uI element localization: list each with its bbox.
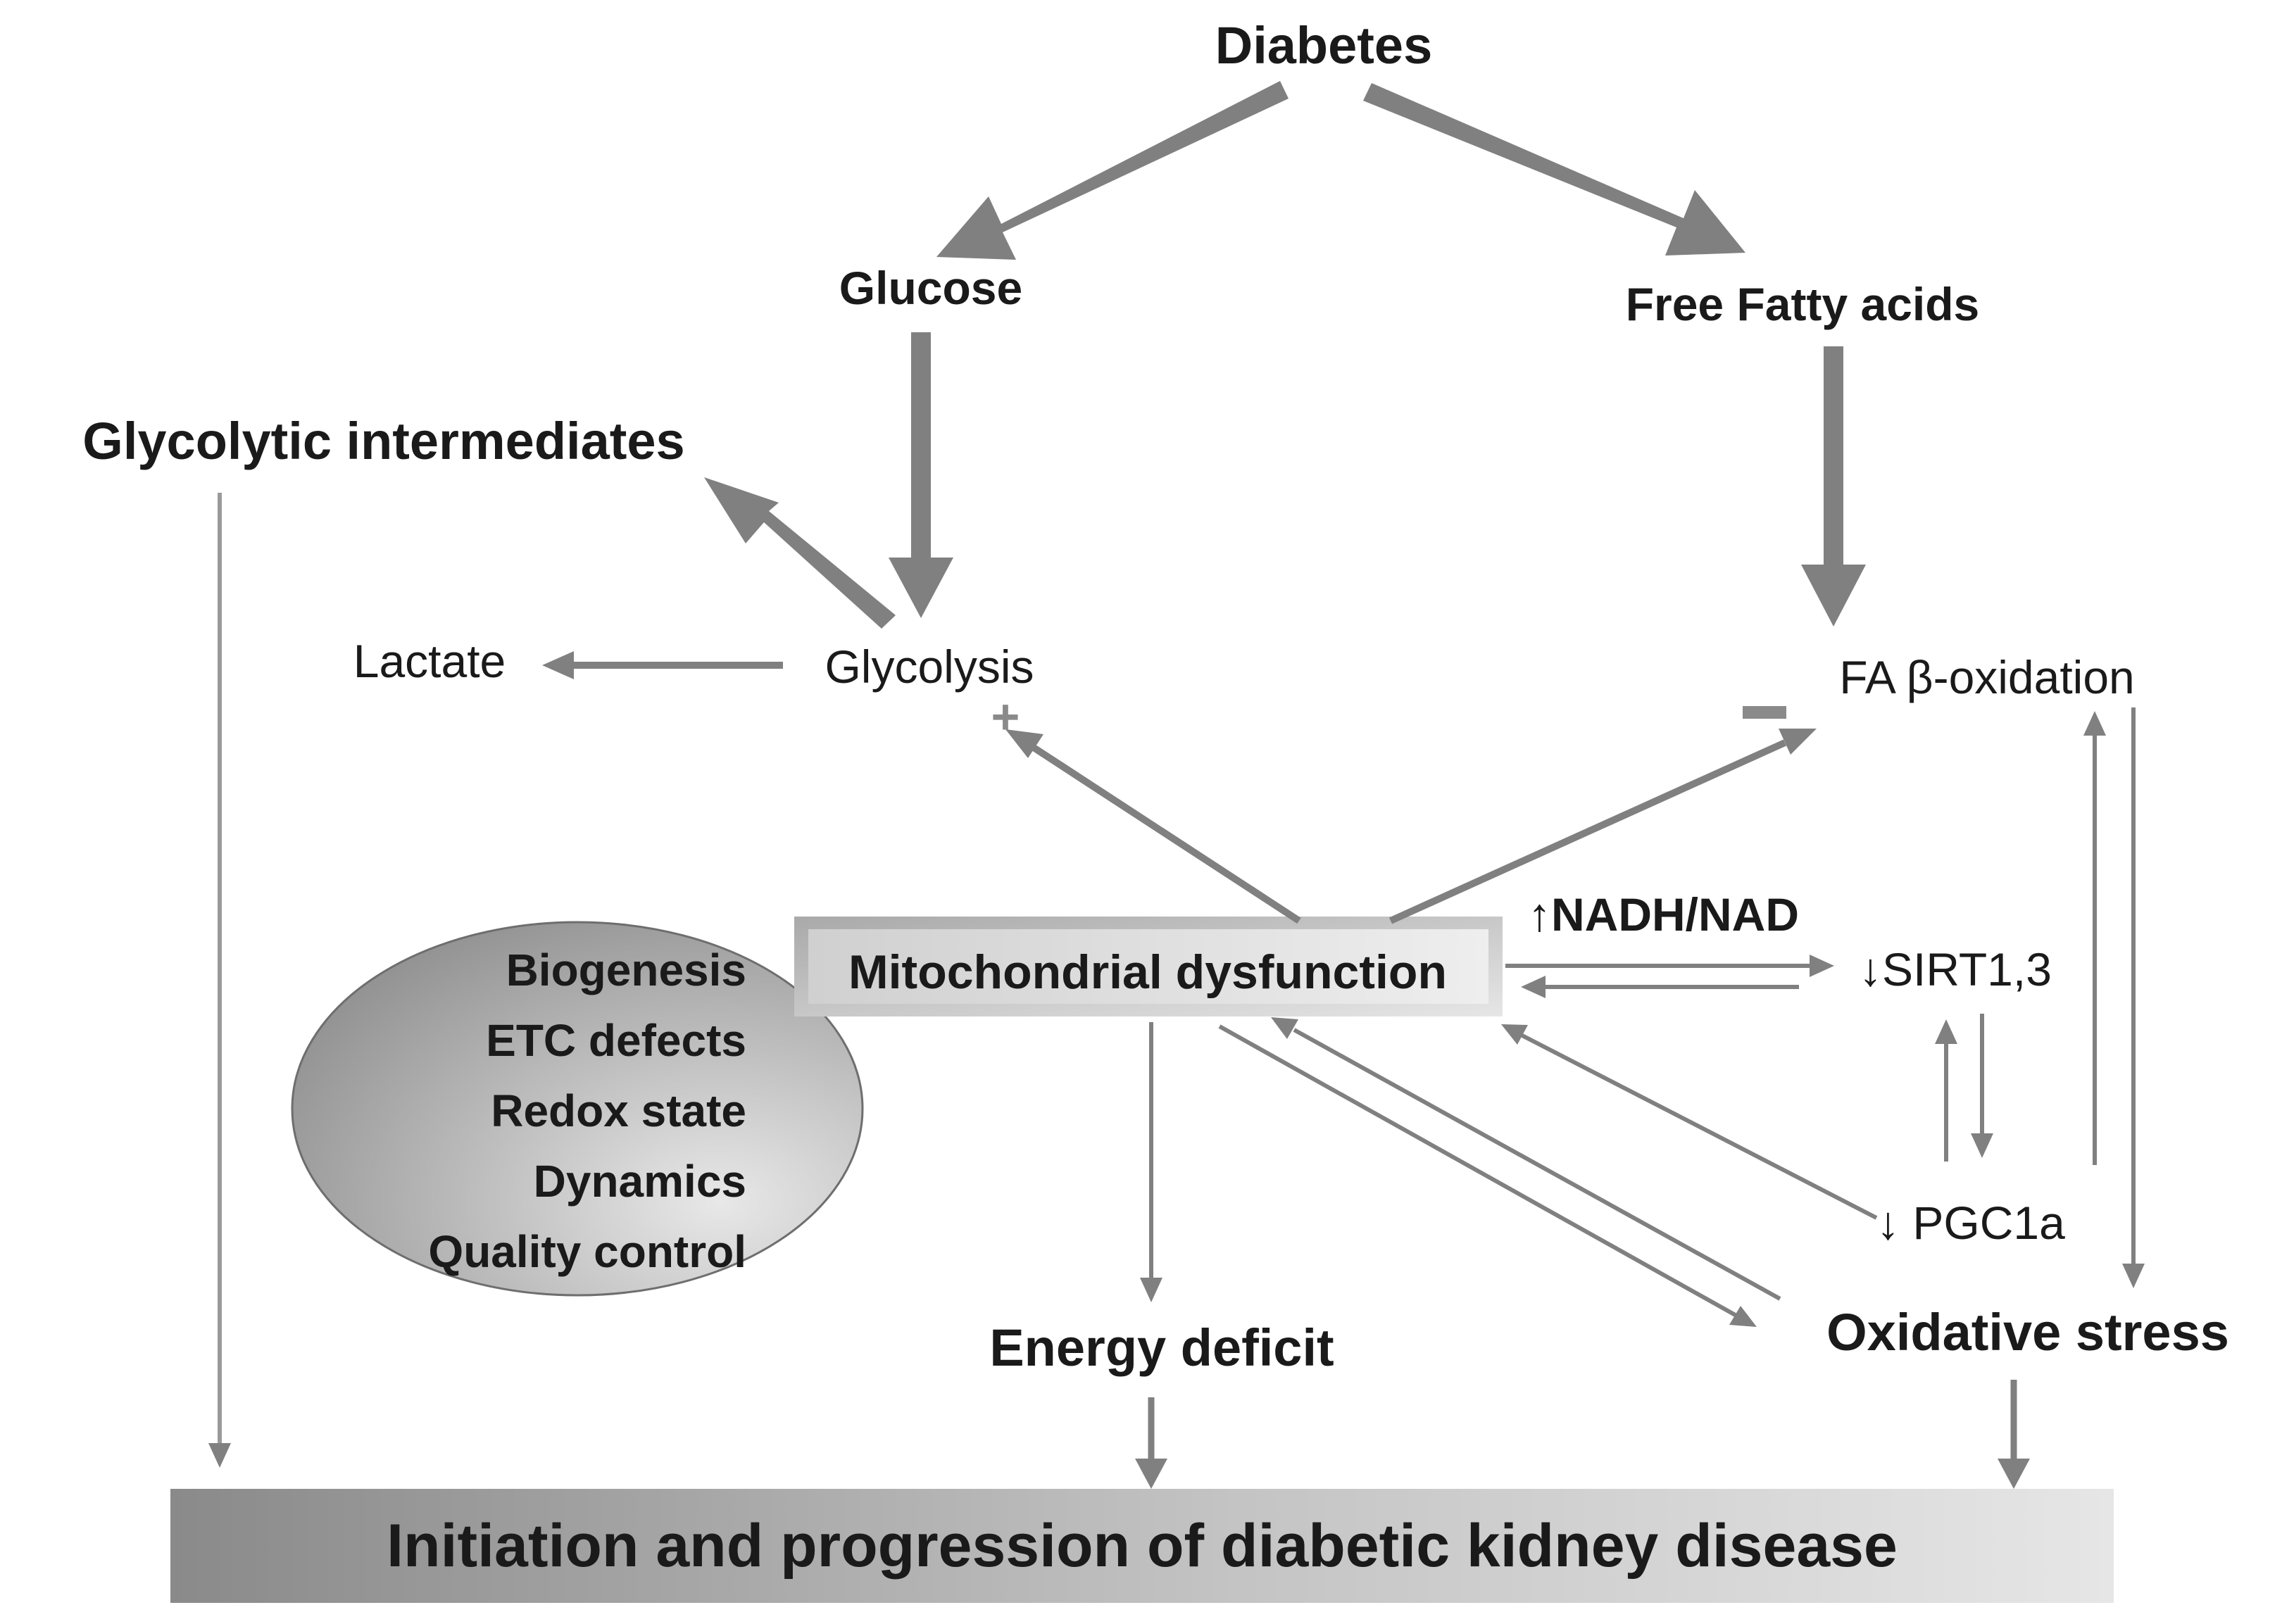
head-intermediates-outcome [208, 1443, 231, 1468]
head-mito-from-pgc1a [1501, 1024, 1528, 1045]
head-glycolysis [1005, 729, 1043, 758]
aspect-dynamics: Dynamics [534, 1156, 746, 1207]
plus-sign: + [991, 689, 1020, 744]
arrow-oxidative-stress-to-mito [1293, 1028, 1781, 1301]
ffa-label: Free Fatty acids [1626, 278, 1980, 330]
head-mito-from-sirt [1521, 976, 1546, 998]
outcome-bar [170, 1489, 2114, 1603]
mito-aspects-ellipse [291, 921, 864, 1297]
aspect-redox-state: Redox state [491, 1085, 746, 1136]
oxidative-stress-label: Oxidative stress [1826, 1303, 2229, 1361]
aspect-biogenesis: Biogenesis [506, 945, 746, 995]
mito-box-inner [808, 929, 1488, 1004]
diabetes-label: Diabetes [1215, 16, 1432, 75]
arrow-mito-to-oxidative-stress [1218, 1024, 1739, 1318]
head-oxidative-outcome [1998, 1459, 2030, 1489]
head-energy-outcome [1135, 1459, 1167, 1489]
minus-sign-mark [1743, 706, 1786, 719]
arrow-diabetes-to-ffa [1363, 83, 1745, 256]
thin-arrows [218, 493, 2136, 1464]
pgc1a-label: ↓ PGC1a [1876, 1197, 2065, 1249]
arrow-ffa-to-fa-oxidation [1801, 346, 1866, 627]
head-oxidative-from-fa [2122, 1264, 2145, 1288]
mito-dysfunction-label: Mitochondrial dysfunction [848, 945, 1447, 999]
head-lactate [542, 651, 574, 679]
head-pgc1a-from-sirt [1971, 1133, 1993, 1158]
head-fa-oxidation [1779, 729, 1817, 755]
head-sirt-from-pgc1a [1935, 1019, 1957, 1044]
arrow-mito-to-fa-oxidation [1388, 739, 1787, 924]
thick-arrows [704, 81, 1866, 629]
nadh-nad-label: ↑NADH/NAD [1528, 888, 1799, 940]
fa-oxidation-label: FA β-oxidation [1839, 651, 2135, 703]
arrow-mito-to-glycolysis [1029, 743, 1301, 924]
arrow-glycolysis-to-intermediates [704, 477, 896, 629]
energy-deficit-label: Energy deficit [989, 1318, 1334, 1377]
arrow-pgc1a-to-mito [1519, 1033, 1878, 1220]
aspect-quality-control: Quality control [428, 1226, 746, 1277]
aspect-etc-defects: ETC defects [486, 1015, 746, 1066]
outcome-label: Initiation and progression of diabetic k… [387, 1512, 1898, 1580]
glycolytic-intermediates-label: Glycolytic intermediates [82, 412, 684, 470]
head-energy-deficit [1140, 1278, 1162, 1302]
arrow-diabetes-to-glucose [936, 81, 1289, 260]
arrowheads [208, 651, 2145, 1489]
head-fa-oxidation-from-pgc1a [2083, 711, 2106, 736]
glucose-label: Glucose [839, 262, 1022, 314]
sirt-label: ↓SIRT1,3 [1859, 943, 2052, 995]
head-mito-from-oxidative [1271, 1017, 1298, 1039]
head-sirt [1810, 955, 1834, 977]
lactate-label: Lactate [353, 635, 506, 687]
head-oxidative-stress [1729, 1306, 1757, 1327]
glycolysis-label: Glycolysis [825, 641, 1034, 693]
arrow-glucose-to-glycolysis [889, 332, 953, 618]
